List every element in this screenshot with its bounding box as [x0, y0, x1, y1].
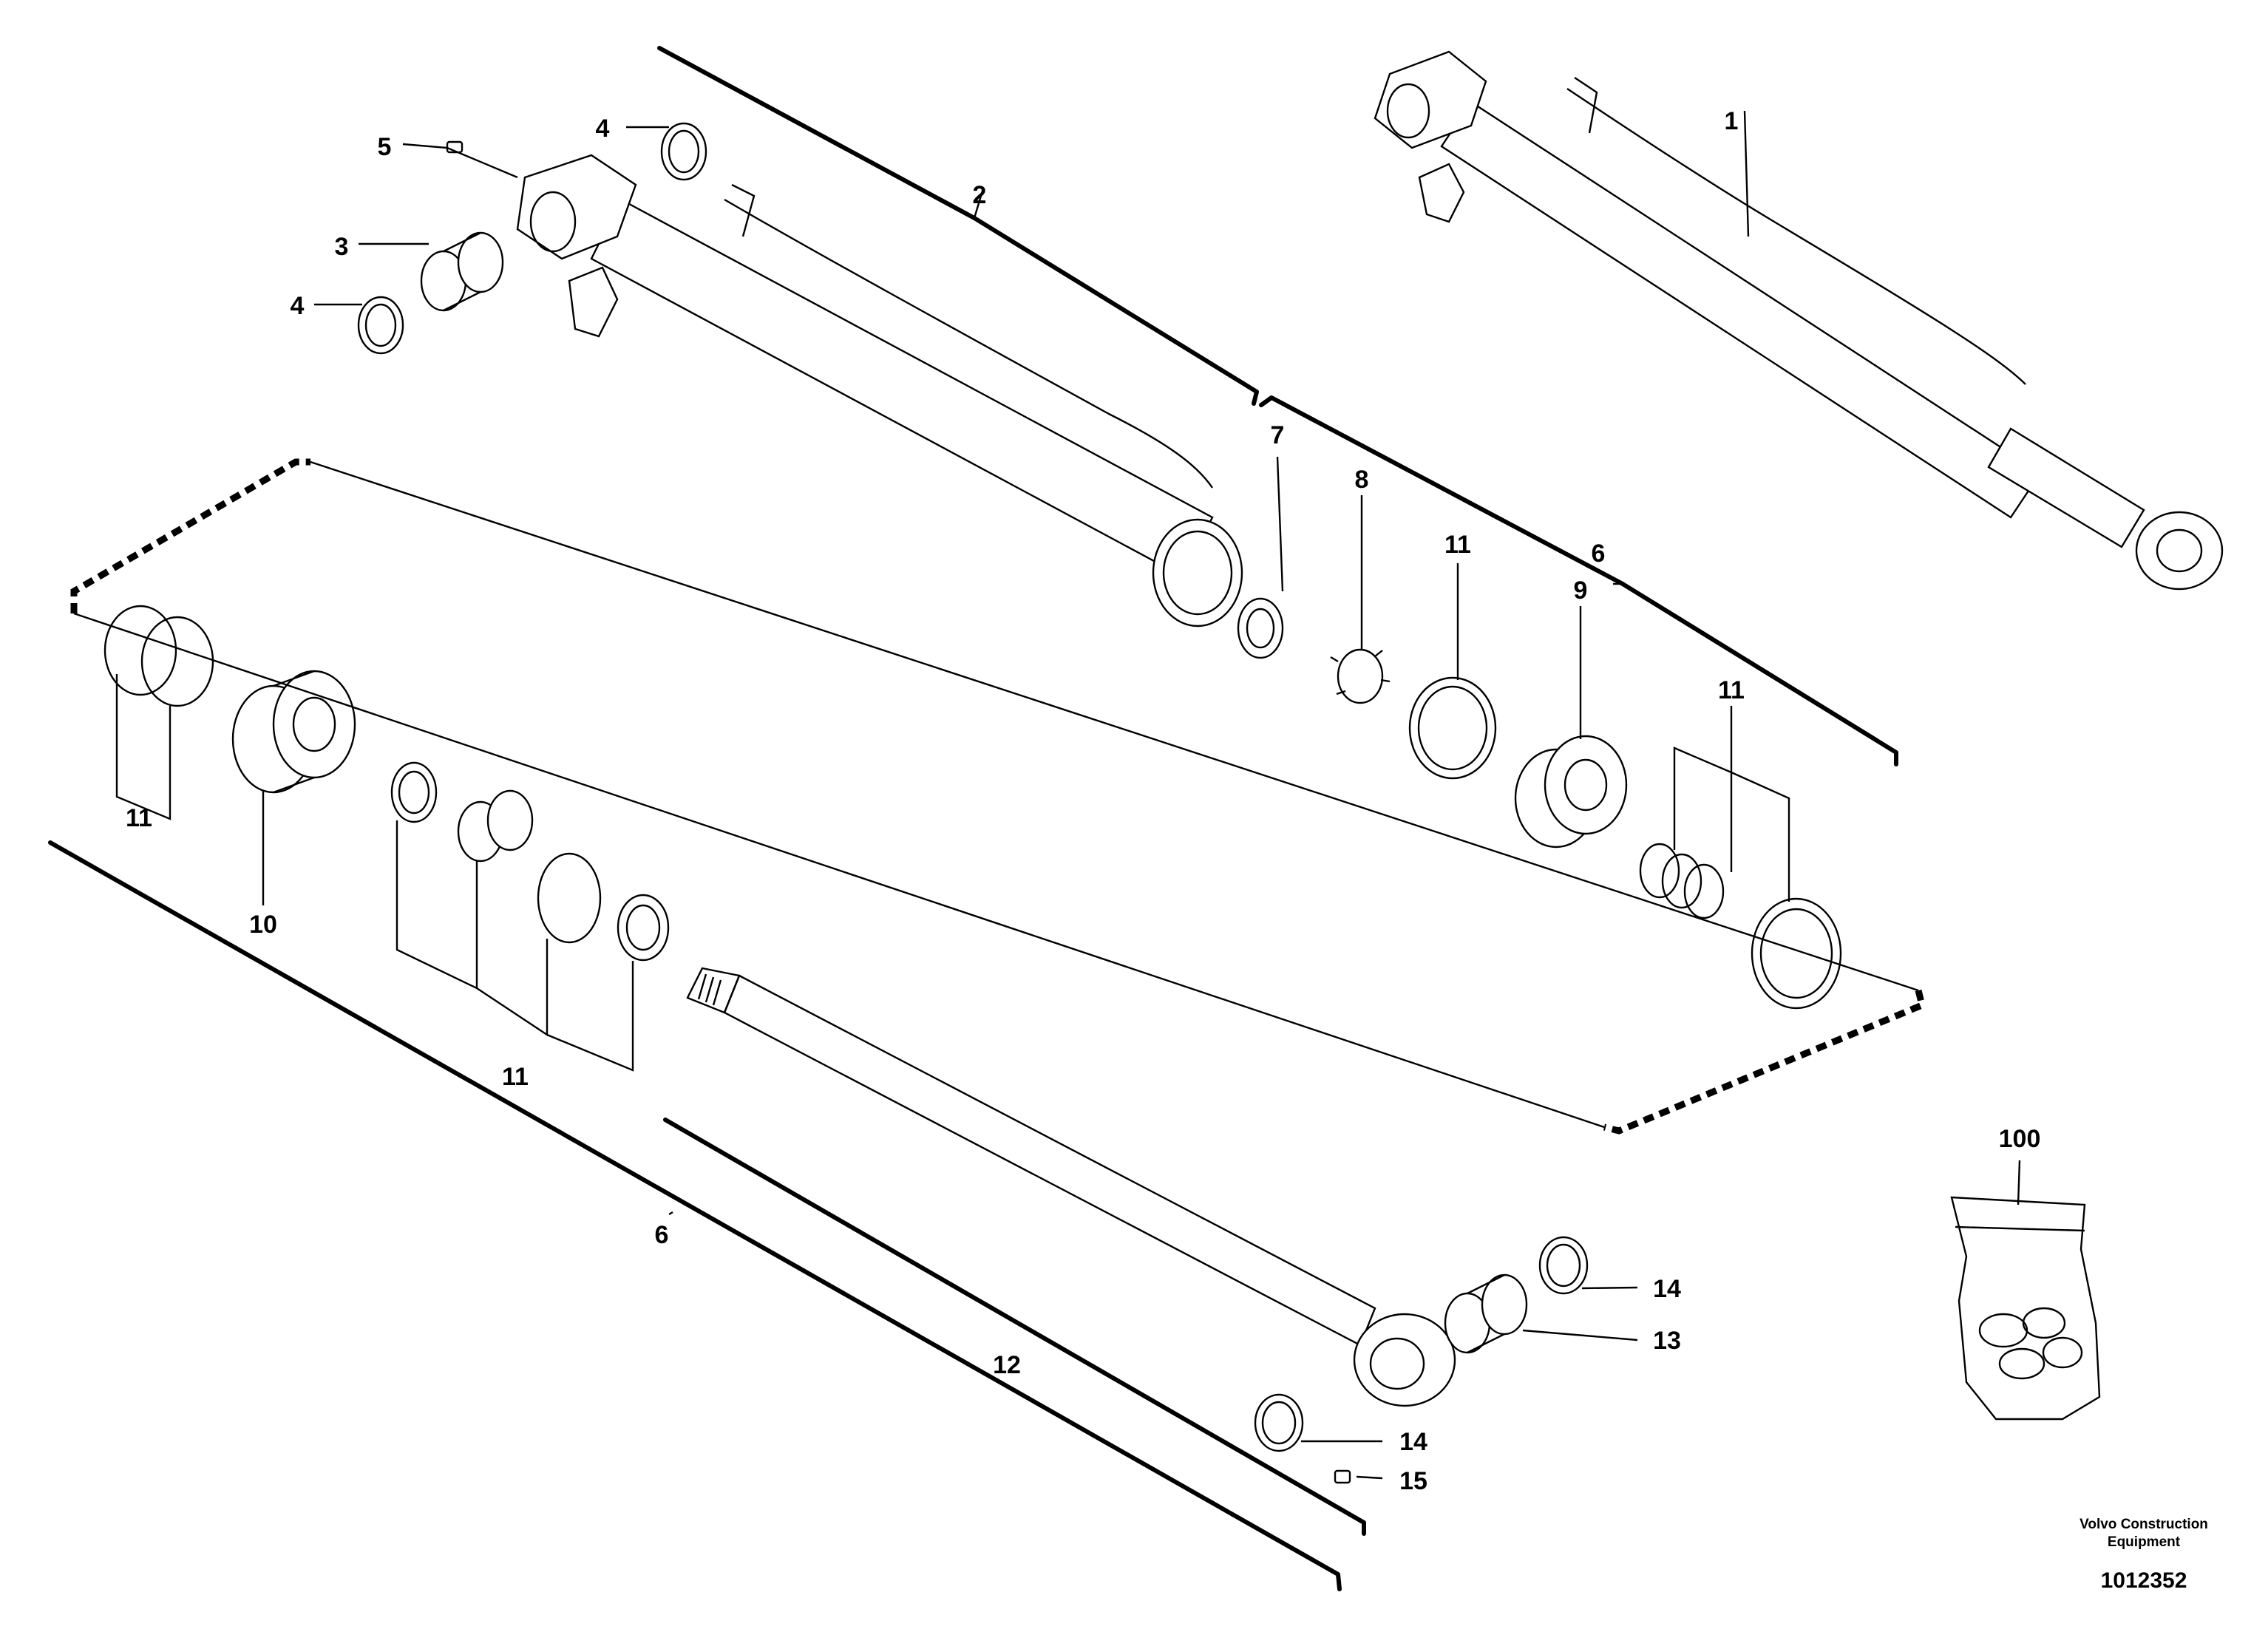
part-14-upper-ring: [1538, 1236, 1589, 1295]
callout-6-upper: 6: [1592, 540, 1606, 568]
callout-11-right-seals: 11: [1718, 676, 1745, 704]
bracket-12: [663, 1118, 1366, 1536]
part-11-guide-ring: [1408, 676, 1497, 780]
callout-11-left-orings: 11: [126, 804, 152, 832]
cylinder-tube: [516, 154, 1243, 628]
dashed-outline: [70, 458, 310, 613]
part-8-lock-washer: [1330, 648, 1391, 704]
leader-lines: [115, 110, 2021, 1480]
part-13-bushing: [1444, 1273, 1528, 1354]
seal-kit-bag: [1950, 1196, 2101, 1421]
bracket-2: [657, 46, 1259, 406]
callout-7: 7: [1271, 421, 1285, 449]
callout-100: 100: [1999, 1125, 2041, 1153]
assembled-cylinder: [1374, 50, 2224, 591]
dashed-outline-connector-top: [310, 460, 1919, 992]
part-14-lower-ring: [1254, 1393, 1304, 1452]
brand-line-1: Volvo Construction: [2079, 1517, 2208, 1532]
part-3-bushing: [420, 231, 504, 312]
part-10-cylinder-head: [231, 670, 356, 794]
callout-1: 1: [1725, 107, 1739, 135]
part-7-seal: [1237, 597, 1284, 659]
callout-12: 12: [993, 1351, 1021, 1379]
callout-3: 3: [335, 233, 349, 261]
callout-4-upper: 4: [596, 115, 610, 143]
part-11-piston-seals: [1639, 843, 1842, 1010]
part-11-orings-left: [103, 605, 214, 707]
callout-15: 15: [1399, 1467, 1427, 1495]
callout-2: 2: [973, 181, 987, 209]
document-number: 1012352: [2101, 1568, 2187, 1593]
callout-10: 10: [249, 911, 277, 939]
brand-line-2: Equipment: [2108, 1534, 2181, 1550]
callout-4-lower: 4: [291, 292, 305, 320]
callout-8: 8: [1355, 466, 1369, 494]
callout-9: 9: [1574, 577, 1588, 605]
part-15-grease-nipple: [1334, 1469, 1351, 1484]
callout-11-right-ring: 11: [1444, 531, 1471, 559]
part-11-head-seals: [390, 761, 670, 962]
bracket-6-lower: [48, 840, 1342, 1591]
dashed-outline-connector-bottom: [73, 612, 1605, 1129]
part-4-upper-ring: [660, 122, 707, 181]
callout-14-lower: 14: [1399, 1428, 1427, 1456]
callout-13: 13: [1653, 1327, 1681, 1355]
callout-11-head-seals: 11: [502, 1063, 529, 1091]
part-9-piston: [1514, 735, 1628, 848]
dashed-outline-right: [1603, 989, 1926, 1135]
part-4-lower-ring: [357, 296, 404, 355]
callout-14-upper: 14: [1653, 1275, 1681, 1303]
callout-5: 5: [378, 133, 392, 161]
callout-6-lower: 6: [655, 1221, 669, 1249]
piston-rod: [686, 967, 1456, 1407]
